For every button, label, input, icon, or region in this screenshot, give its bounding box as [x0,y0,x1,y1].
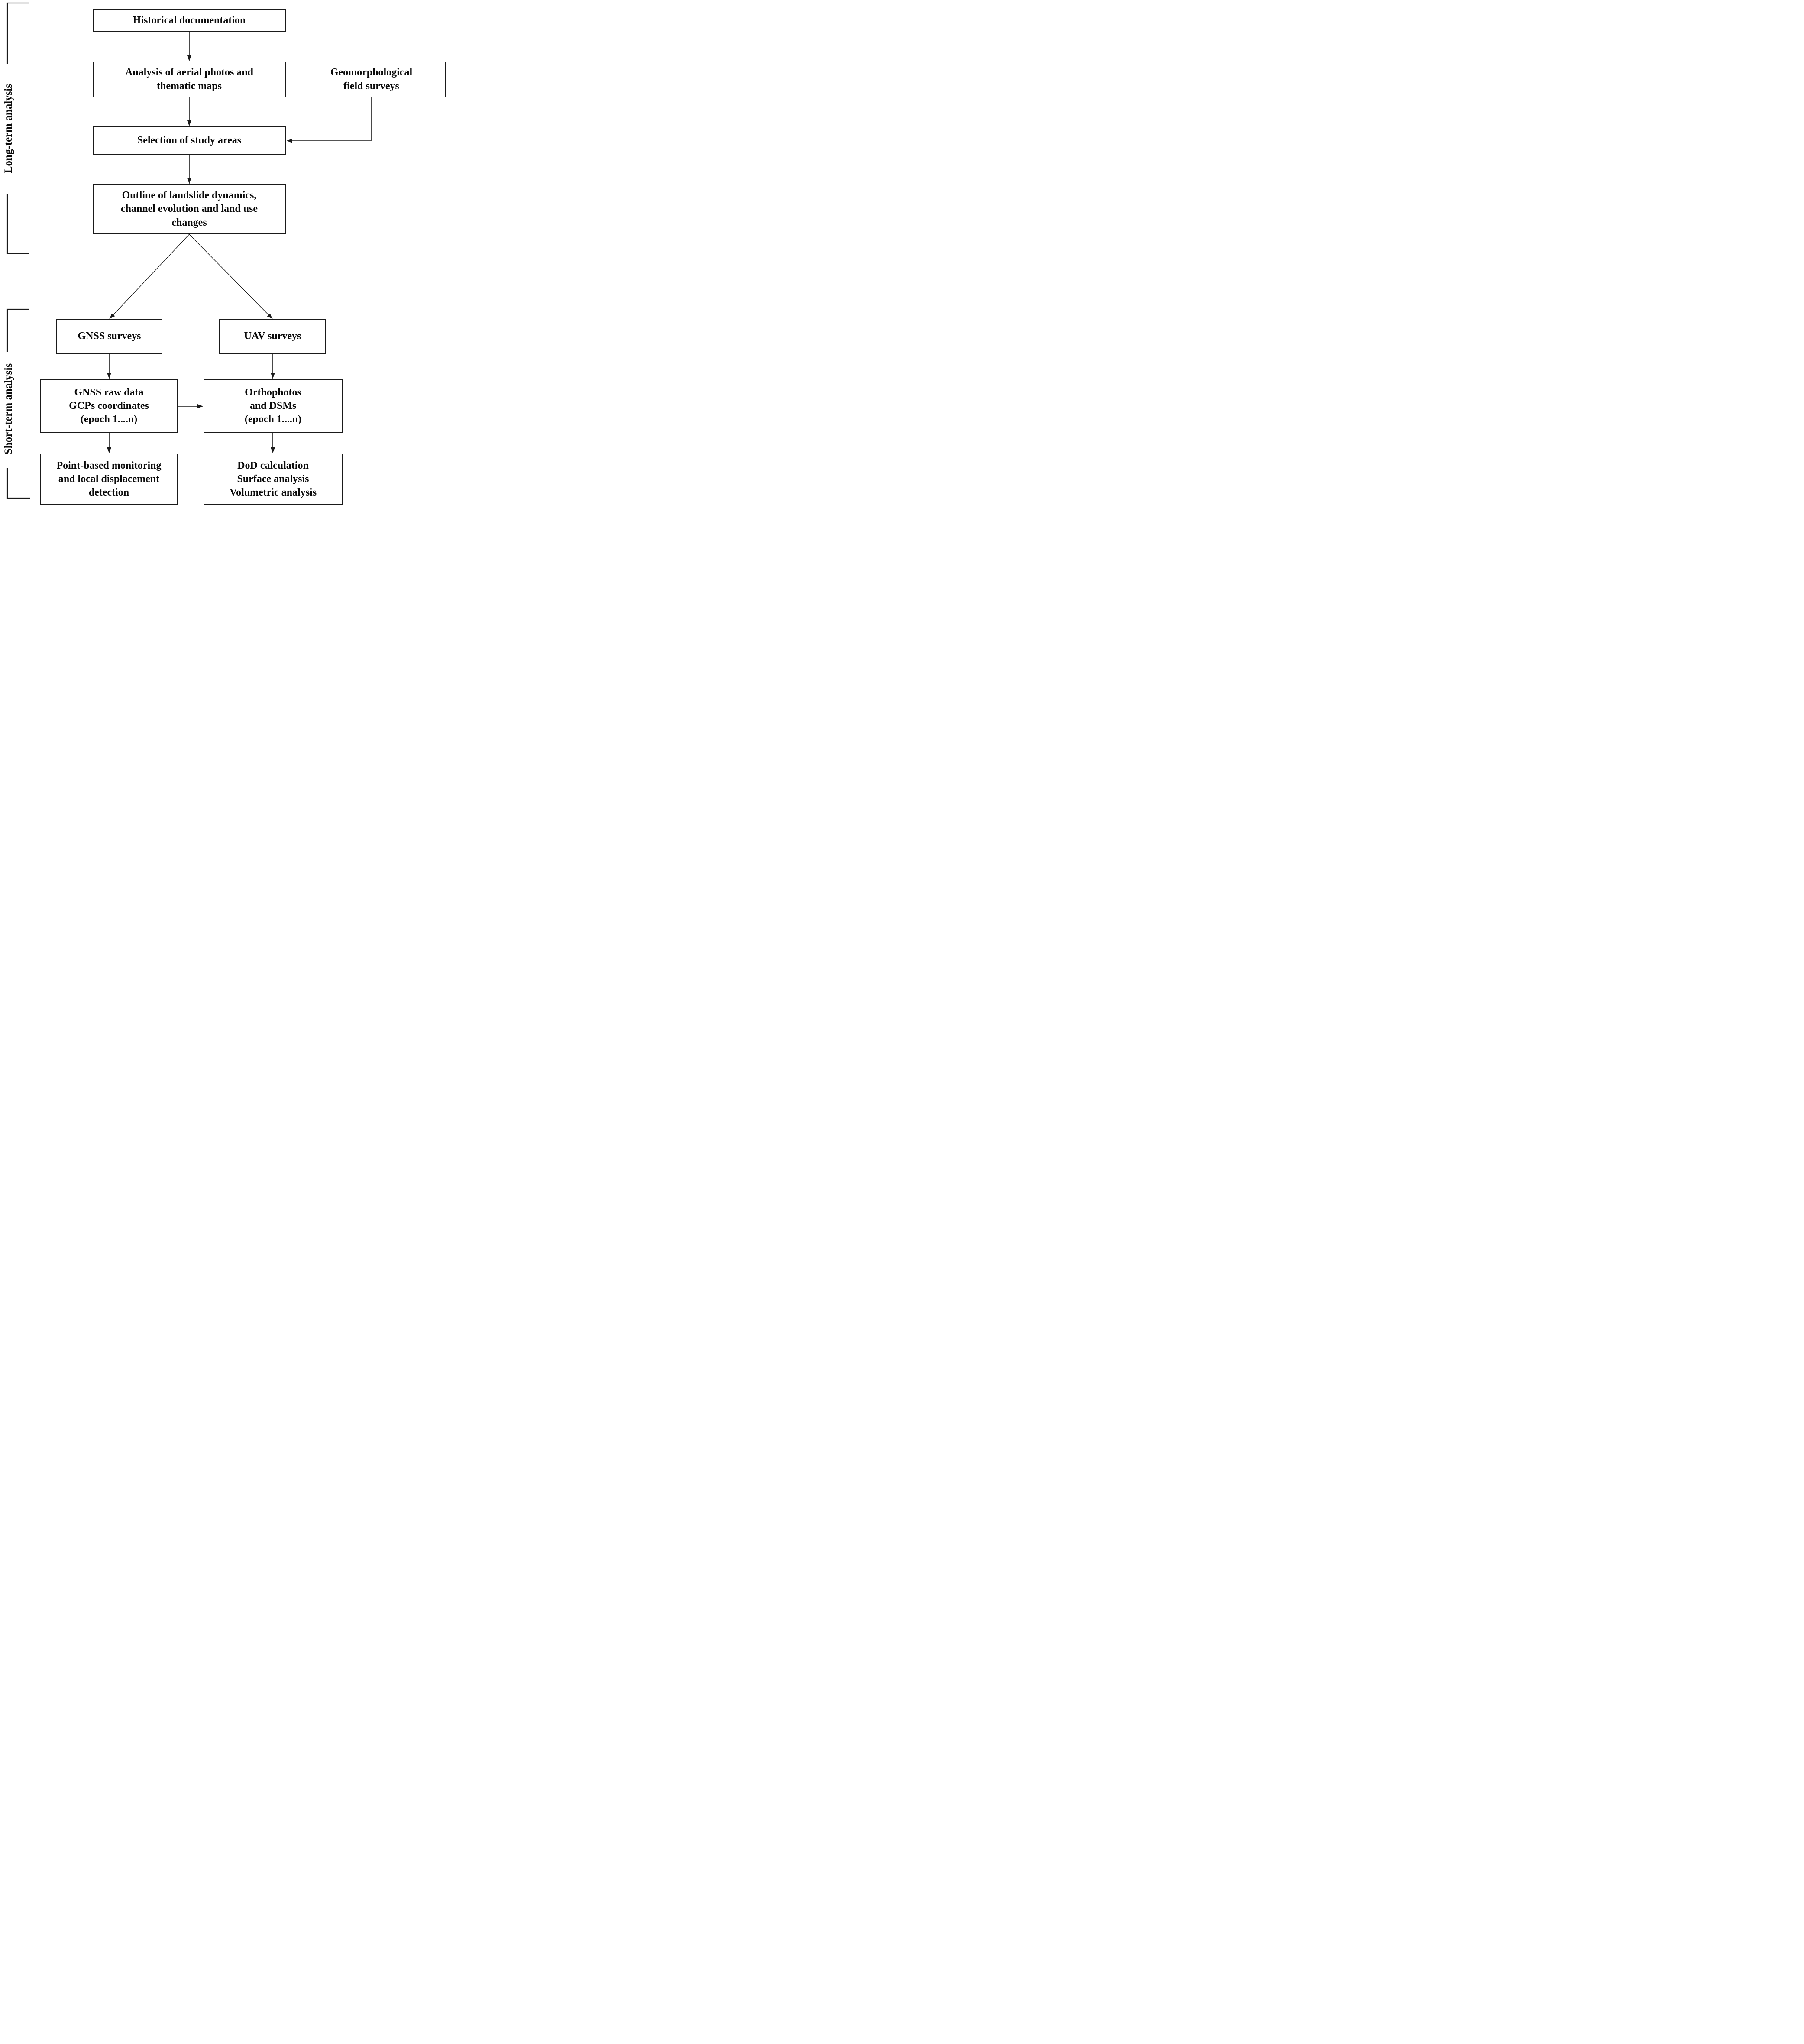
box-selection-study-areas: Selection of study areas [93,126,286,155]
flowchart-canvas: Long-term analysis Short-term analysis H… [0,0,451,511]
short-term-bracket-bottom [6,468,30,499]
section-label-long-term: Long-term analysis [3,84,14,174]
box-dod-calculation-label: DoD calculation Surface analysis Volumet… [229,460,317,499]
box-uav-surveys: UAV surveys [219,319,326,354]
box-analysis-aerial-photos: Analysis of aerial photos and thematic m… [93,62,286,97]
box-uav-surveys-label: UAV surveys [244,330,301,342]
box-orthophotos-dsms: Orthophotos and DSMs (epoch 1....n) [204,379,343,433]
box-geomorphological-field-surveys: Geomorphological field surveys [297,62,446,97]
arrow-outline-to-gnss-surveys [109,234,190,319]
arrow-outline-to-uav-surveys [189,234,273,319]
arrow-geomorphological-to-selection [287,97,372,143]
short-term-bracket-top [6,308,29,352]
box-gnss-surveys: GNSS surveys [56,319,162,354]
connector-lines [6,2,372,499]
box-geomorphological-field-surveys-label: Geomorphological field surveys [330,67,413,92]
box-outline-landslide-dynamics: Outline of landslide dynamics, channel e… [93,184,286,234]
box-dod-calculation: DoD calculation Surface analysis Volumet… [204,454,343,505]
box-point-based-monitoring: Point-based monitoring and local displac… [40,454,178,505]
long-term-bracket-bottom [6,194,29,254]
box-historical-documentation-label: Historical documentation [133,14,246,26]
box-orthophotos-dsms-label: Orthophotos and DSMs (epoch 1....n) [244,386,302,425]
box-gnss-raw-data-label: GNSS raw data GCPs coordinates (epoch 1.… [69,386,149,425]
box-gnss-surveys-label: GNSS surveys [78,330,141,342]
box-gnss-raw-data: GNSS raw data GCPs coordinates (epoch 1.… [40,379,178,433]
box-point-based-monitoring-label: Point-based monitoring and local displac… [56,460,162,499]
box-outline-landslide-dynamics-label: Outline of landslide dynamics, channel e… [120,190,258,228]
section-label-short-term: Short-term analysis [3,363,14,455]
long-term-bracket-top [6,2,29,64]
box-analysis-aerial-photos-label: Analysis of aerial photos and thematic m… [125,67,254,92]
box-historical-documentation: Historical documentation [93,9,286,32]
box-selection-study-areas-label: Selection of study areas [137,134,242,146]
